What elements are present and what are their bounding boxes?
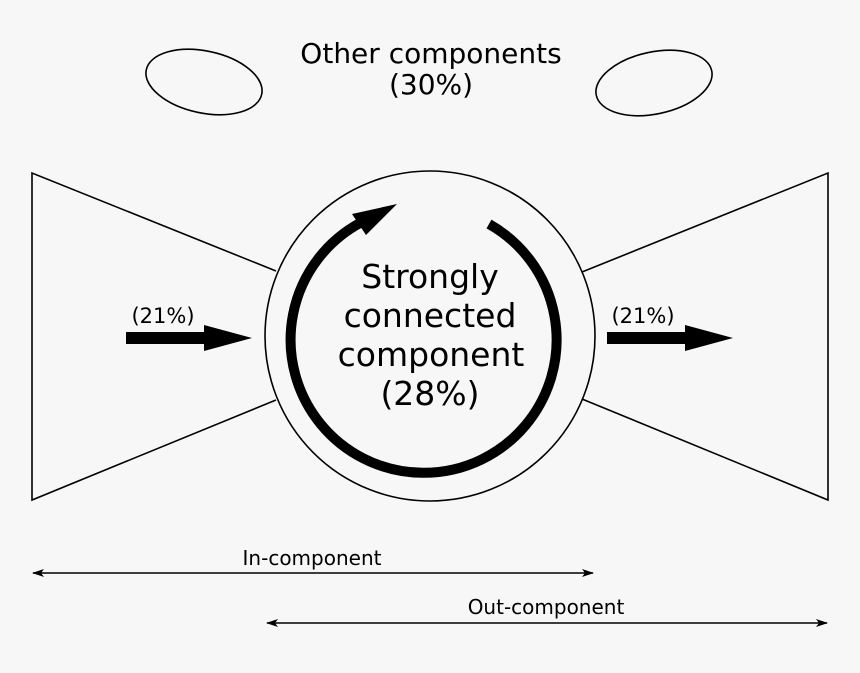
svg-text:Strongly: Strongly bbox=[361, 257, 498, 296]
other-component-ellipse-right bbox=[595, 49, 713, 117]
in-component-shape bbox=[31, 171, 277, 502]
cycle-arrow-icon bbox=[285, 204, 562, 478]
out-percent-label: (21%) bbox=[611, 304, 674, 328]
other-components-percent: (30%) bbox=[389, 68, 473, 101]
other-component-ellipse-left bbox=[145, 48, 263, 116]
out-flow-arrow-icon bbox=[607, 325, 733, 351]
out-component-label: Out-component bbox=[468, 595, 625, 619]
scc-label: Strongly connected component (28%) bbox=[338, 257, 525, 413]
other-components-group: Other components (30%) bbox=[145, 37, 713, 117]
svg-text:(28%): (28%) bbox=[380, 374, 479, 413]
in-flow-arrow-icon bbox=[126, 325, 252, 351]
other-components-label: Other components bbox=[300, 37, 561, 70]
svg-text:connected: connected bbox=[344, 296, 517, 335]
in-percent-label: (21%) bbox=[131, 304, 194, 328]
out-component-shape bbox=[581, 171, 829, 502]
in-component-label: In-component bbox=[243, 546, 382, 570]
svg-text:component: component bbox=[338, 335, 525, 374]
scc-circle bbox=[264, 170, 596, 502]
